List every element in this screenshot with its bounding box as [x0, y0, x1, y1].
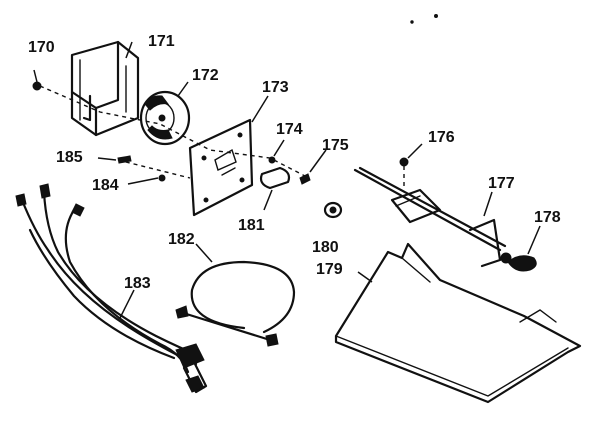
- part-179-tray: [334, 242, 582, 404]
- label-184: 184: [92, 177, 119, 194]
- assembly-axis-line: [39, 85, 306, 177]
- label-175: 175: [322, 137, 349, 154]
- speck: [410, 20, 414, 24]
- label-183: 183: [124, 275, 151, 292]
- part-178-end-knob: [500, 225, 541, 272]
- part-180-knob: [323, 201, 343, 219]
- label-177: 177: [488, 175, 515, 192]
- assembly-axis-line-lower: [117, 159, 191, 179]
- part-171-bracket: [70, 40, 140, 137]
- part-185-screw: [97, 155, 132, 164]
- label-178: 178: [534, 209, 561, 226]
- label-170: 170: [28, 39, 55, 56]
- speck: [434, 14, 438, 18]
- part-176-screw: [399, 143, 423, 190]
- label-176: 176: [428, 129, 455, 146]
- part-181-bushing: [259, 166, 291, 211]
- part-174-spacer: [268, 139, 285, 164]
- part-183-wire-harness: [15, 183, 208, 394]
- label-179: 179: [316, 261, 343, 278]
- part-177-rod-assembly: [353, 166, 507, 268]
- label-172: 172: [192, 67, 219, 84]
- label-181: 181: [238, 217, 265, 234]
- label-174: 174: [276, 121, 303, 138]
- part-172-motor: [139, 81, 191, 146]
- part-170-screw: [32, 69, 42, 91]
- part-184-screw: [127, 174, 166, 185]
- part-173-mounting-plate: [188, 95, 269, 217]
- part-175-screw: [299, 149, 327, 185]
- label-180: 180: [312, 239, 339, 256]
- label-171: 171: [148, 33, 175, 50]
- label-185: 185: [56, 149, 83, 166]
- label-173: 173: [262, 79, 289, 96]
- label-182: 182: [168, 231, 195, 248]
- part-182-cord: [175, 243, 296, 347]
